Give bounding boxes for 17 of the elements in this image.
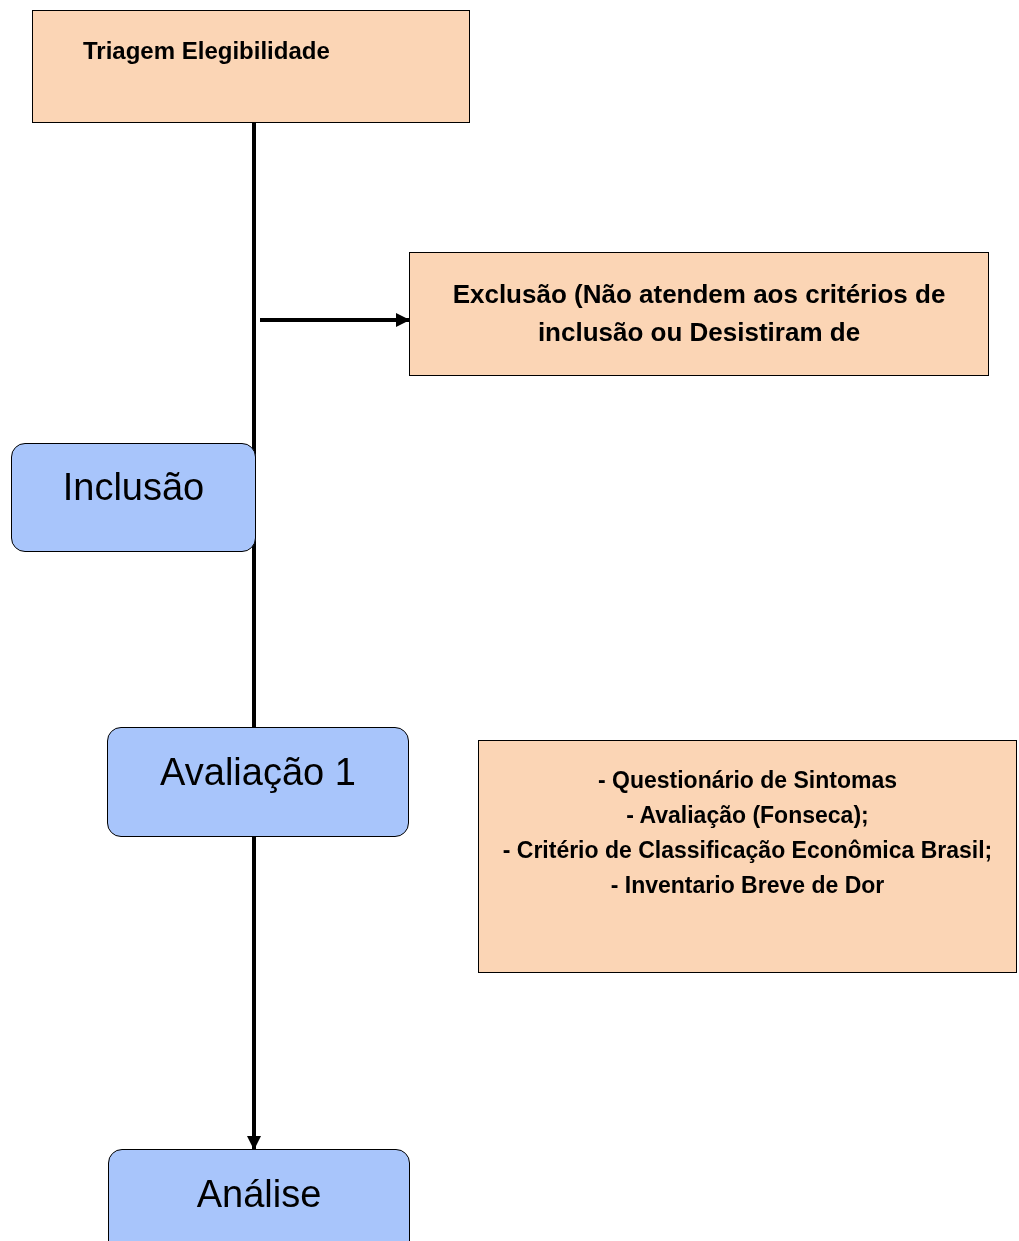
node-text: Inclusão — [62, 465, 205, 510]
connector-arrow — [260, 313, 410, 327]
node-text: Exclusão (Não atendem aos critérios de inclusão ou Desistiram de — [451, 278, 947, 349]
node-text: - Questionário de Sintomas — [597, 766, 897, 795]
rounded-box — [108, 1149, 410, 1241]
node-text: - Avaliação (Fonseca); — [626, 801, 869, 830]
rounded-box — [11, 443, 256, 552]
node-text: Análise — [196, 1171, 322, 1217]
rounded-box — [107, 727, 409, 837]
node-text: - Critério de Classificação Econômica Brasil; — [502, 836, 993, 865]
process-box — [32, 10, 470, 123]
connector-arrow — [247, 837, 261, 1150]
process-box — [409, 252, 989, 376]
node-text: Avaliação 1 — [160, 749, 356, 795]
node-text: Triagem Elegibilidade — [83, 36, 330, 66]
node-text: - Inventario Breve de Dor — [610, 871, 885, 900]
note-box — [478, 740, 1017, 973]
